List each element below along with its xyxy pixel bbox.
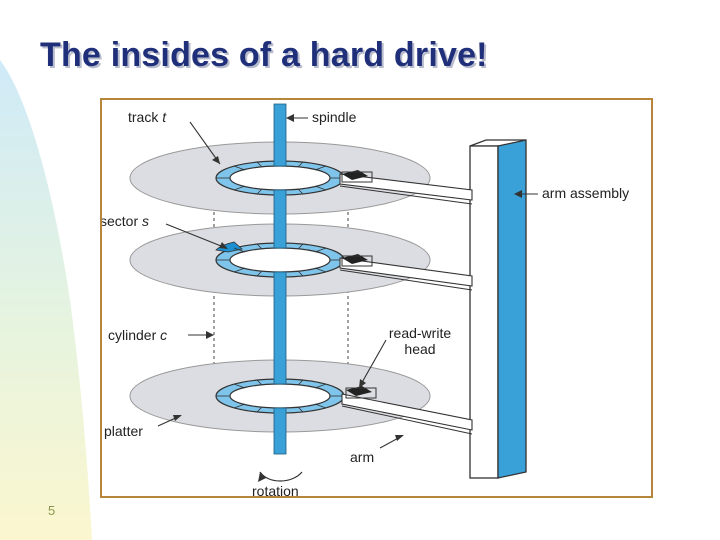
cylinder-outline bbox=[213, 182, 349, 394]
arm-assembly bbox=[469, 139, 527, 479]
arm-label: arm bbox=[350, 449, 374, 465]
hard-drive-diagram: track t spindle arm assembly sector s cy… bbox=[100, 98, 653, 498]
spindle bbox=[273, 103, 287, 455]
sector-highlight bbox=[215, 241, 243, 253]
arm-top bbox=[339, 170, 473, 205]
slide-title: The insides of a hard drive! bbox=[40, 36, 488, 74]
left-decorative-band bbox=[0, 60, 92, 540]
arm-middle bbox=[339, 254, 473, 291]
diagram-canvas: track t spindle arm assembly sector s cy… bbox=[102, 103, 629, 496]
platter-middle bbox=[129, 223, 431, 297]
platter-label: platter bbox=[104, 423, 143, 439]
sector-label: sector s bbox=[102, 213, 149, 229]
arm-assembly-label: arm assembly bbox=[542, 185, 629, 201]
rotation-arrowhead bbox=[258, 472, 266, 482]
rotation-label: rotation bbox=[252, 483, 299, 496]
label-leaders bbox=[157, 114, 538, 449]
rotation-arrow bbox=[259, 471, 303, 482]
arm-bottom bbox=[341, 386, 473, 435]
spindle-label: spindle bbox=[312, 109, 357, 125]
page-number: 5 bbox=[48, 503, 56, 518]
cylinder-label: cylinder c bbox=[108, 327, 167, 343]
track-label: track t bbox=[128, 109, 167, 125]
platter-bottom bbox=[129, 359, 431, 433]
